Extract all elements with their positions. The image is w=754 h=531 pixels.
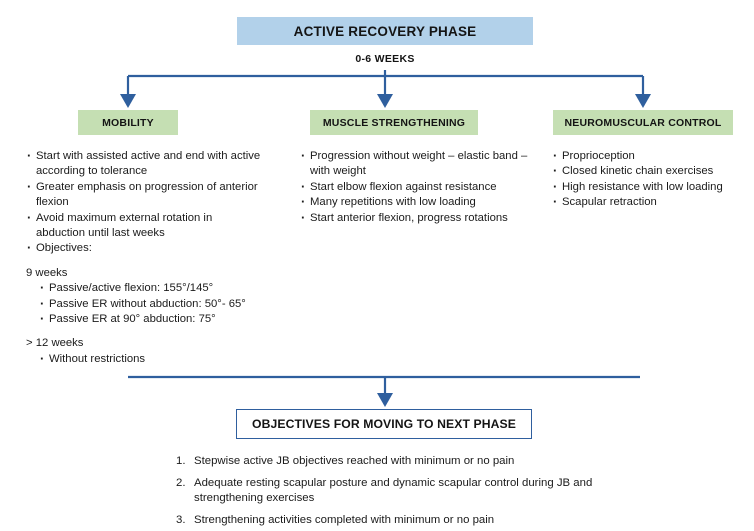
- arrowhead-next-phase: [377, 393, 393, 407]
- list-item: Strengthening activities completed with …: [176, 513, 495, 528]
- list-item: Passive/active flexion: 155°/145°: [39, 280, 264, 296]
- arrowhead-mobility: [120, 94, 136, 108]
- list-item: Closed kinetic chain exercises: [552, 163, 752, 179]
- list-item: Progression without weight – elastic ban…: [300, 148, 550, 180]
- column-body-muscle-strengthening: Progression without weight – elastic ban…: [300, 148, 550, 226]
- mobility-group-heading-9-weeks: 9 weeks: [26, 266, 68, 279]
- list-item: Scapular retraction: [552, 194, 752, 210]
- neuromuscular-control-bullet-list: Proprioception Closed kinetic chain exer…: [552, 148, 752, 211]
- column-body-mobility: Start with assisted active and end with …: [26, 148, 264, 367]
- list-item: Passive ER at 90° abduction: 75°: [39, 311, 264, 327]
- phase-duration-label: 0-6 WEEKS: [355, 53, 415, 65]
- list-item: Greater emphasis on progression of anter…: [26, 179, 264, 211]
- column-header-neuromuscular-control: NEUROMUSCULAR CONTROL: [553, 110, 733, 135]
- criteria-ordered-list: Stepwise active JB objectives reached wi…: [176, 454, 596, 528]
- arrowhead-muscle-strengthening: [377, 94, 393, 108]
- column-header-muscle-strengthening: MUSCLE STRENGTHENING: [310, 110, 478, 135]
- list-item: Passive ER without abduction: 50°- 65°: [39, 296, 264, 312]
- list-item: Many repetitions with low loading: [300, 194, 550, 210]
- list-item: Stepwise active JB objectives reached wi…: [176, 454, 515, 469]
- muscle-strengthening-bullet-list: Progression without weight – elastic ban…: [300, 148, 550, 226]
- column-header-mobility: MOBILITY: [78, 110, 178, 135]
- next-phase-objectives-box: OBJECTIVES FOR MOVING TO NEXT PHASE: [236, 409, 532, 439]
- list-item: Avoid maximum external rotation in abduc…: [26, 210, 264, 242]
- list-item: Proprioception: [552, 148, 752, 164]
- mobility-bullet-list: Start with assisted active and end with …: [26, 148, 264, 257]
- list-item: Without restrictions: [39, 351, 264, 367]
- arrowhead-neuromuscular-control: [635, 94, 651, 108]
- mobility-12-weeks-list: Without restrictions: [39, 351, 264, 367]
- list-item: Objectives:: [26, 240, 264, 256]
- mobility-9-weeks-list: Passive/active flexion: 155°/145° Passiv…: [39, 280, 264, 327]
- column-body-neuromuscular-control: Proprioception Closed kinetic chain exer…: [552, 148, 752, 211]
- list-item: Start with assisted active and end with …: [26, 148, 264, 180]
- list-item: Start elbow flexion against resistance: [300, 179, 550, 195]
- phase-title-banner: ACTIVE RECOVERY PHASE: [237, 17, 533, 45]
- next-phase-criteria-list: Stepwise active JB objectives reached wi…: [176, 454, 596, 531]
- mobility-group-heading-12-weeks: > 12 weeks: [26, 337, 84, 350]
- list-item: High resistance with low loading: [552, 179, 752, 195]
- list-item: Start anterior flexion, progress rotatio…: [300, 210, 550, 226]
- list-item: Adequate resting scapular posture and dy…: [176, 476, 593, 504]
